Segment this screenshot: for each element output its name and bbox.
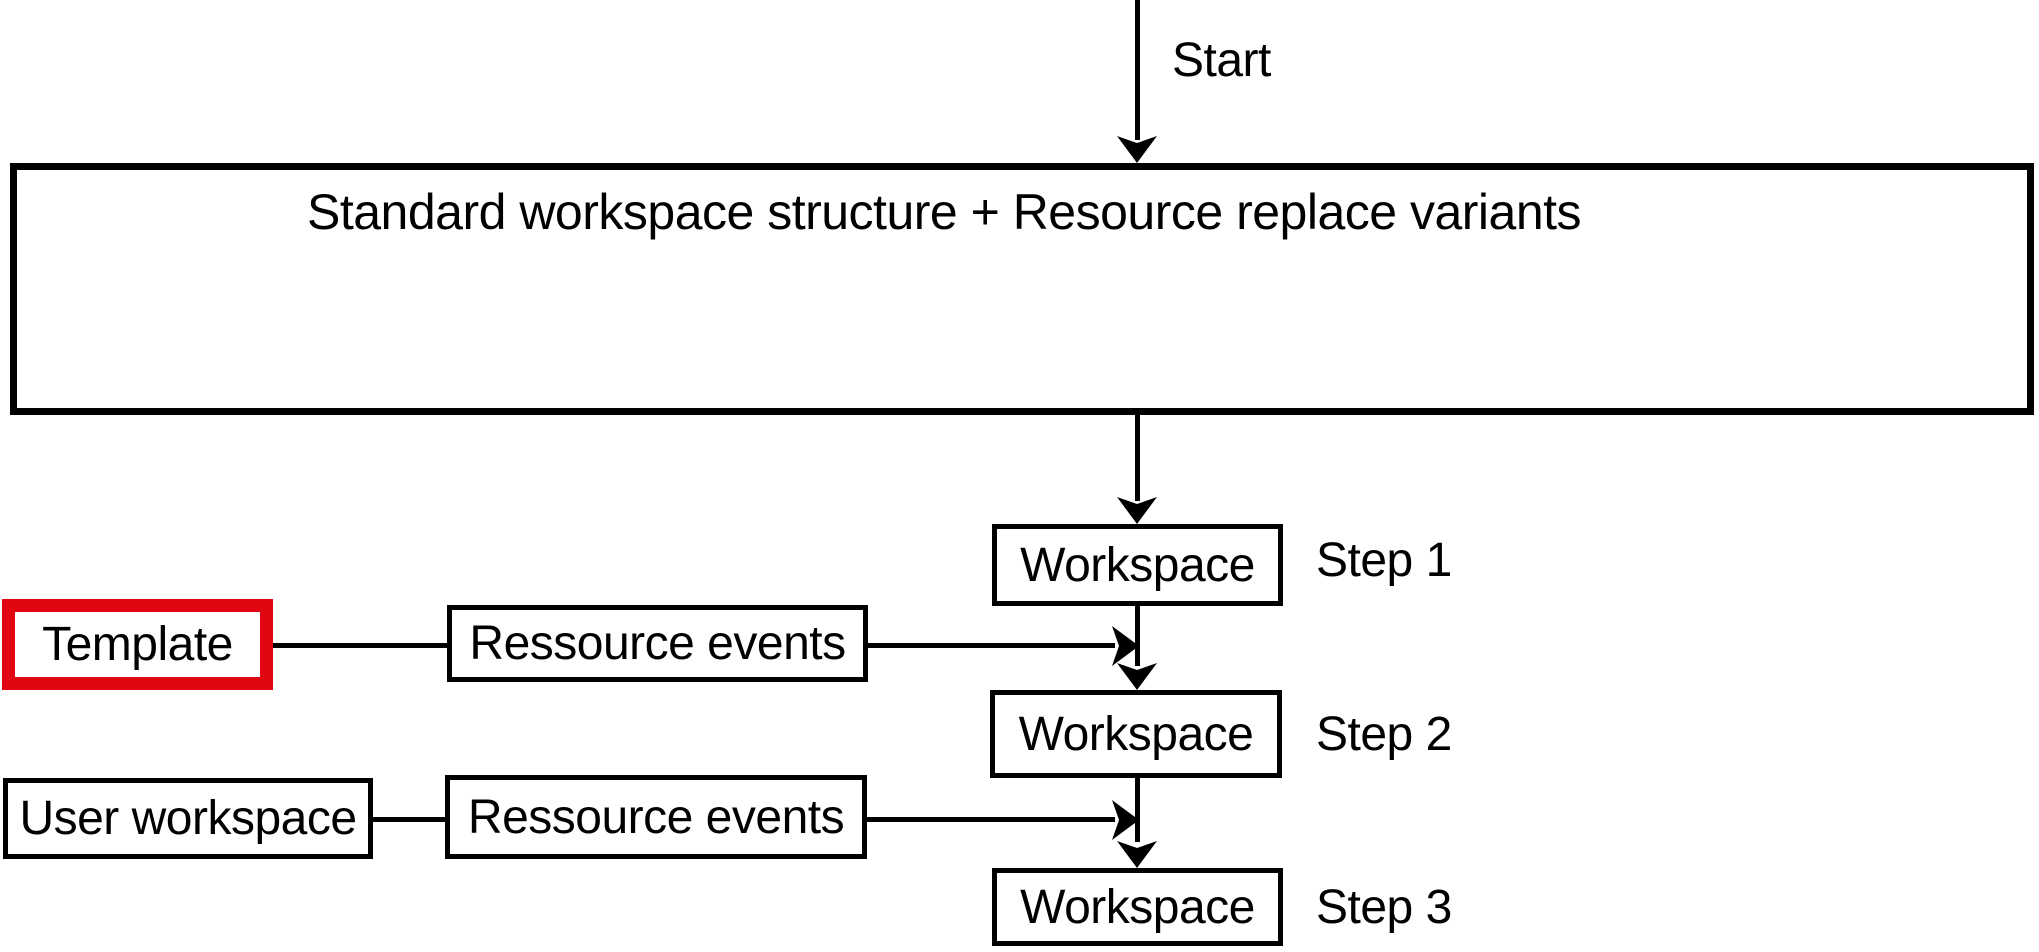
workspace-box-step-2: Workspace <box>990 690 1282 778</box>
arrowhead-down-icon <box>1117 497 1157 524</box>
connector-template-to-events <box>273 643 447 648</box>
connector-main-to-step1 <box>1135 415 1140 501</box>
step-3-label: Step 3 <box>1316 880 1452 934</box>
arrowhead-down-icon <box>1117 841 1157 868</box>
workspace-box-step-3: Workspace <box>992 868 1283 946</box>
connector-user-to-events <box>371 817 447 822</box>
ressource-events-label: Ressource events <box>469 617 846 670</box>
template-box-label: Template <box>42 618 233 671</box>
step-2-label: Step 2 <box>1316 707 1452 761</box>
user-workspace-box: User workspace <box>3 778 373 859</box>
start-label: Start <box>1172 33 1271 87</box>
workspace-box-label: Workspace <box>1020 538 1255 592</box>
arrowhead-down-icon <box>1117 663 1157 690</box>
user-workspace-label: User workspace <box>19 792 357 845</box>
workspace-box-label: Workspace <box>1020 880 1255 934</box>
main-box-label: Standard workspace structure + Resource … <box>307 184 1582 240</box>
ressource-events-box-1: Ressource events <box>447 605 868 682</box>
ressource-events-label: Ressource events <box>467 790 845 844</box>
connector-step2-to-step3 <box>1135 778 1140 842</box>
workspace-box-label: Workspace <box>1018 707 1254 761</box>
connector-events1-to-flow <box>866 643 1115 648</box>
ressource-events-box-2: Ressource events <box>445 775 867 859</box>
step-1-label: Step 1 <box>1316 533 1452 587</box>
workspace-box-step-1: Workspace <box>992 524 1283 606</box>
connector-events2-to-flow <box>865 817 1115 822</box>
template-box: Template <box>2 599 273 690</box>
arrowhead-down-icon <box>1117 136 1157 163</box>
start-arrow-line <box>1135 0 1140 140</box>
connector-step1-to-step2 <box>1135 606 1140 666</box>
main-box: Standard workspace structure + Resource … <box>10 163 2034 415</box>
